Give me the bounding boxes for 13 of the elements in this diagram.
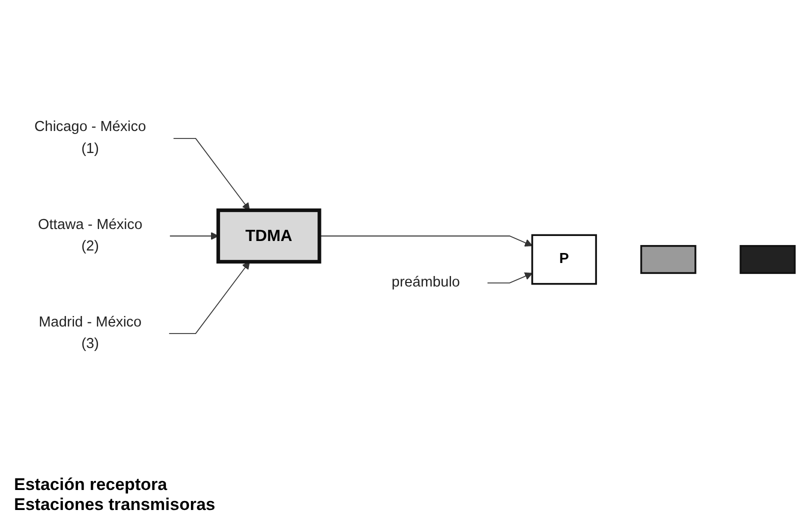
station-label: Estación receptora bbox=[14, 475, 168, 495]
node-text: Ottawa - México (2) bbox=[38, 216, 142, 254]
node-text: Madrid - México (3) bbox=[38, 314, 142, 352]
node-box: TDMA bbox=[216, 208, 322, 264]
arrow bbox=[172, 138, 250, 210]
arrow bbox=[486, 272, 533, 283]
node-text: preámbulo bbox=[392, 274, 460, 290]
arrow bbox=[168, 260, 250, 334]
node-box: P bbox=[531, 234, 597, 284]
station-label: Estaciones transmisoras bbox=[14, 495, 216, 515]
node-box bbox=[740, 244, 796, 274]
node-text: Chicago - México (1) bbox=[34, 118, 146, 156]
node-box bbox=[640, 244, 696, 274]
